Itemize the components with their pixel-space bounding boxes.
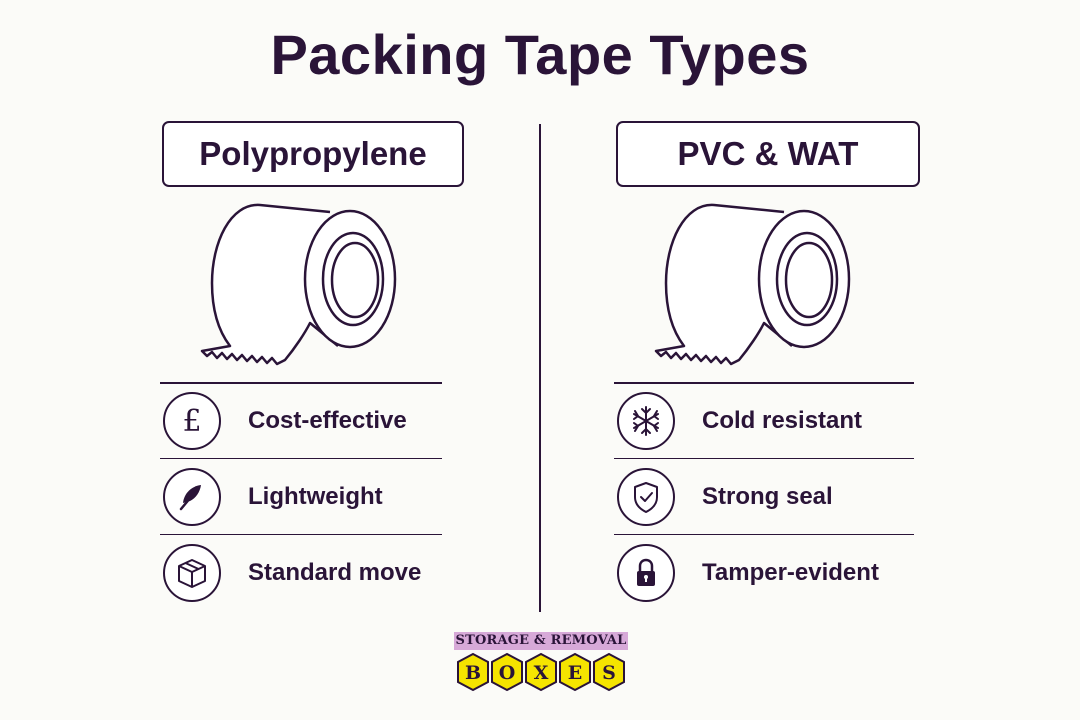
tape-roll-icon (200, 203, 397, 366)
logo-hex (457, 652, 489, 692)
feature-label: Lightweight (248, 482, 383, 510)
polypropylene-feature-list: £ Cost-effective Lightweight (160, 382, 442, 610)
list-item: Lightweight (160, 458, 442, 534)
logo-letter: O (499, 662, 516, 684)
pvc-wat-feature-list: Cold resistant Strong seal (614, 382, 914, 610)
svg-text:£: £ (182, 404, 201, 439)
shield-check-icon (617, 467, 675, 526)
logo-hex (491, 652, 523, 692)
box-icon (163, 543, 221, 602)
center-divider (539, 124, 541, 612)
logo-hexagons: B O X E S (457, 652, 625, 692)
feature-label: Tamper-evident (702, 558, 879, 586)
page-title: Packing Tape Types (270, 23, 810, 86)
list-item: Cold resistant (614, 382, 914, 458)
logo-letter: S (602, 662, 616, 684)
logo-letter: B (465, 662, 481, 684)
polypropylene-heading: Polypropylene (162, 121, 464, 187)
logo-letter: E (568, 662, 582, 684)
feature-label: Standard move (248, 558, 422, 586)
padlock-icon (617, 543, 675, 602)
pvc-wat-heading: PVC & WAT (616, 121, 920, 187)
tape-roll-icon (654, 203, 851, 366)
list-item: Tamper-evident (614, 534, 914, 610)
list-item: Strong seal (614, 458, 914, 534)
logo-top-text: STORAGE & REMOVAL (454, 632, 628, 650)
list-item: £ Cost-effective (160, 382, 442, 458)
logo-hex (593, 652, 625, 692)
list-item: Standard move (160, 534, 442, 610)
logo-hex (525, 652, 557, 692)
feather-icon (163, 467, 221, 526)
snowflake-icon (617, 392, 675, 450)
logo-hex (559, 652, 591, 692)
feature-label: Strong seal (702, 482, 833, 510)
feature-label: Cold resistant (702, 407, 863, 434)
feature-label: Cost-effective (248, 407, 407, 434)
logo-letter: X (534, 662, 549, 684)
pound-icon: £ (163, 392, 221, 450)
storage-removal-boxes-logo: STORAGE & REMOVAL B O X E S (454, 632, 628, 694)
